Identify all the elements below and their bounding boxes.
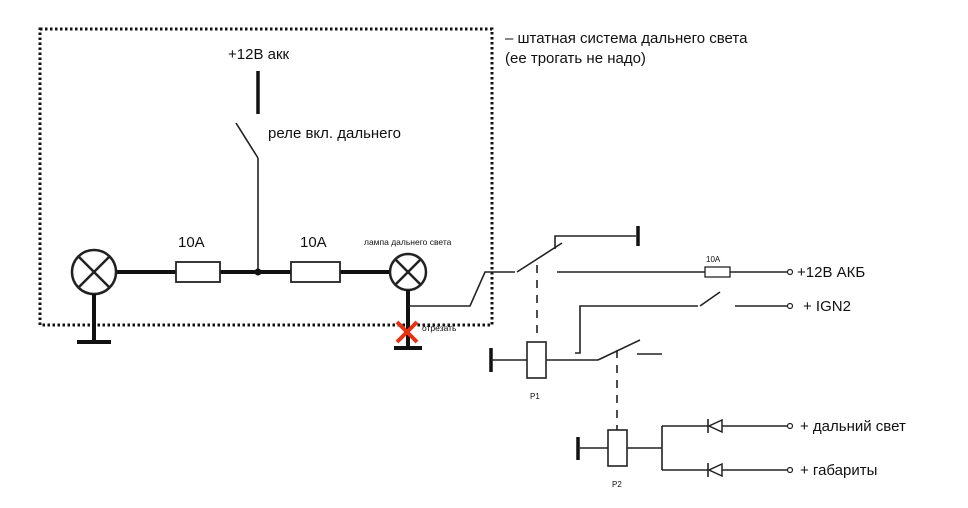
fuse-left-label: 10А xyxy=(178,234,205,251)
fuse-small xyxy=(704,266,731,278)
fuse-right-label: 10А xyxy=(300,234,327,251)
ign2-feed-wire xyxy=(575,305,698,354)
diode-high-beam-icon xyxy=(707,418,723,434)
supply-acc-label: +12В акк xyxy=(228,46,290,63)
fuse-small-label: 10A xyxy=(706,255,721,264)
p2-switch-blade xyxy=(597,339,641,361)
ign2-label: + IGN2 xyxy=(803,298,851,315)
batt-label: +12В АКБ xyxy=(797,264,865,281)
diode-parking-icon xyxy=(707,462,723,478)
high-beam-terminal xyxy=(786,422,794,430)
lamp-right xyxy=(388,252,428,292)
relay-p2-coil xyxy=(607,429,628,467)
relay-switch-blade xyxy=(235,122,259,159)
ign2-switch-blade xyxy=(699,291,721,307)
high-beam-out-label: + дальний свет xyxy=(800,418,906,435)
fuse-left xyxy=(175,261,221,283)
legend-line-2: (ее трогать не надо) xyxy=(505,50,646,67)
lamp-left xyxy=(70,248,118,296)
batt-terminal xyxy=(786,268,794,276)
p1-nc-contact-wire xyxy=(554,235,636,249)
relay-p1-label: Р1 xyxy=(530,392,540,401)
relay-p1-coil xyxy=(526,341,547,379)
relay-p2-label: Р2 xyxy=(612,480,622,489)
relay-high-beam-label: реле вкл. дальнего xyxy=(268,125,401,142)
ign2-terminal xyxy=(786,302,794,310)
cut-mark-icon xyxy=(395,320,419,344)
legend-line-1: – штатная система дальнего света xyxy=(505,30,748,47)
cut-label: отрезать xyxy=(422,323,457,333)
lamp-high-beam-label: лампа дальнего света xyxy=(364,237,452,247)
parking-terminal xyxy=(786,466,794,474)
parking-out-label: + габариты xyxy=(800,462,877,479)
lamp-to-relay-wire xyxy=(408,271,515,307)
fuse-right xyxy=(290,261,341,283)
standard-system-frame xyxy=(38,27,494,327)
